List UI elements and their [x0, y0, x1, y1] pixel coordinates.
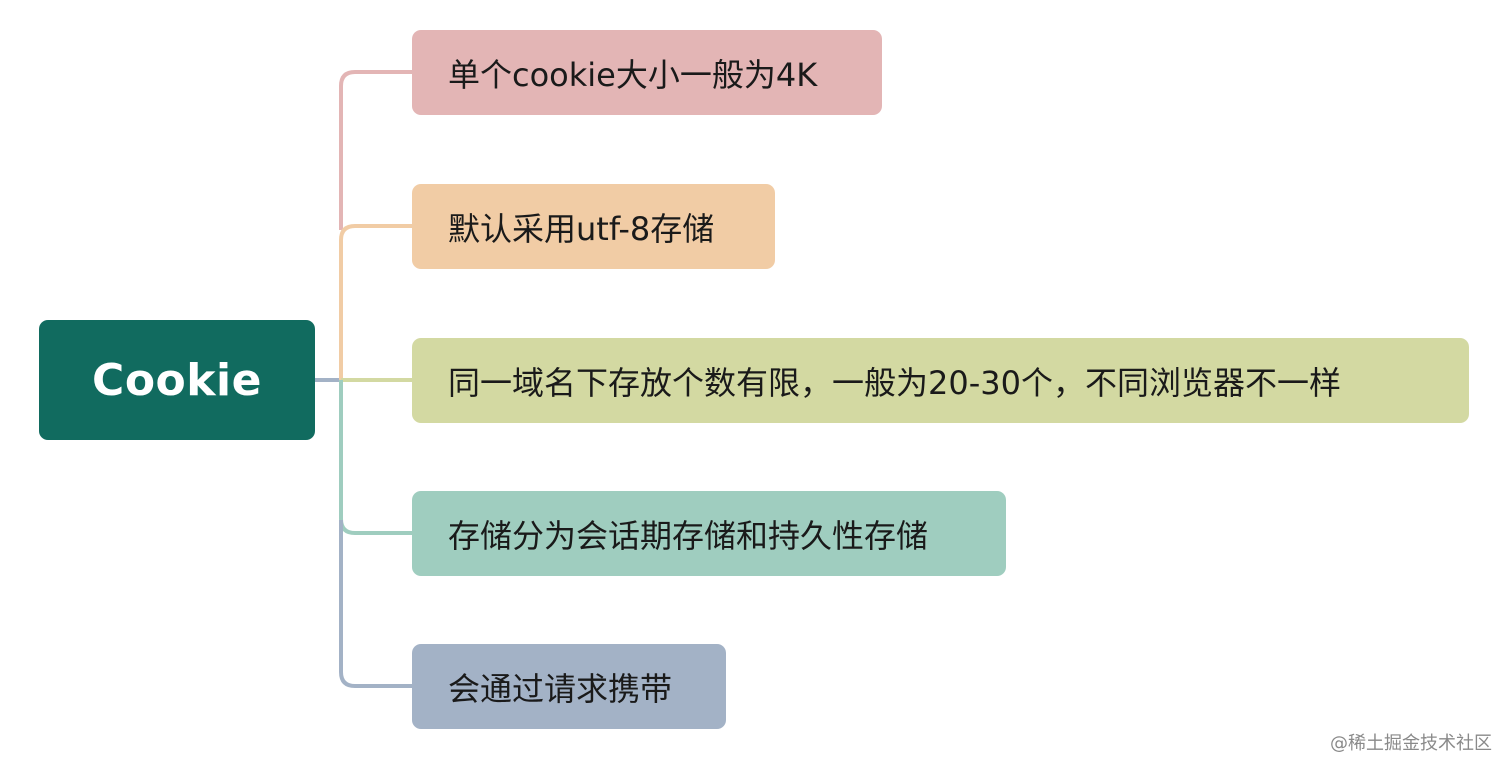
branch-node-1[interactable]: 单个cookie大小一般为4K [412, 30, 882, 115]
connector-branch-2 [339, 224, 412, 380]
connector-branch-1 [339, 70, 412, 230]
branch-node-2[interactable]: 默认采用utf-8存储 [412, 184, 775, 269]
connector-branch-5 [339, 520, 412, 688]
branch-node-2-label: 默认采用utf-8存储 [448, 209, 715, 248]
root-node[interactable]: Cookie [39, 320, 315, 440]
branch-node-3-label: 同一域名下存放个数有限，一般为20-30个，不同浏览器不一样 [448, 363, 1341, 402]
connector-branch-4 [339, 380, 412, 535]
branch-node-5-label: 会通过请求携带 [448, 669, 673, 708]
branch-node-4[interactable]: 存储分为会话期存储和持久性存储 [412, 491, 1006, 576]
branch-node-1-label: 单个cookie大小一般为4K [448, 55, 818, 94]
branch-node-5[interactable]: 会通过请求携带 [412, 644, 726, 729]
watermark: @稀土掘金技术社区 [1330, 733, 1492, 754]
branch-node-3[interactable]: 同一域名下存放个数有限，一般为20-30个，不同浏览器不一样 [412, 338, 1469, 423]
root-node-label: Cookie [92, 354, 262, 406]
branch-node-4-label: 存储分为会话期存储和持久性存储 [448, 516, 929, 555]
